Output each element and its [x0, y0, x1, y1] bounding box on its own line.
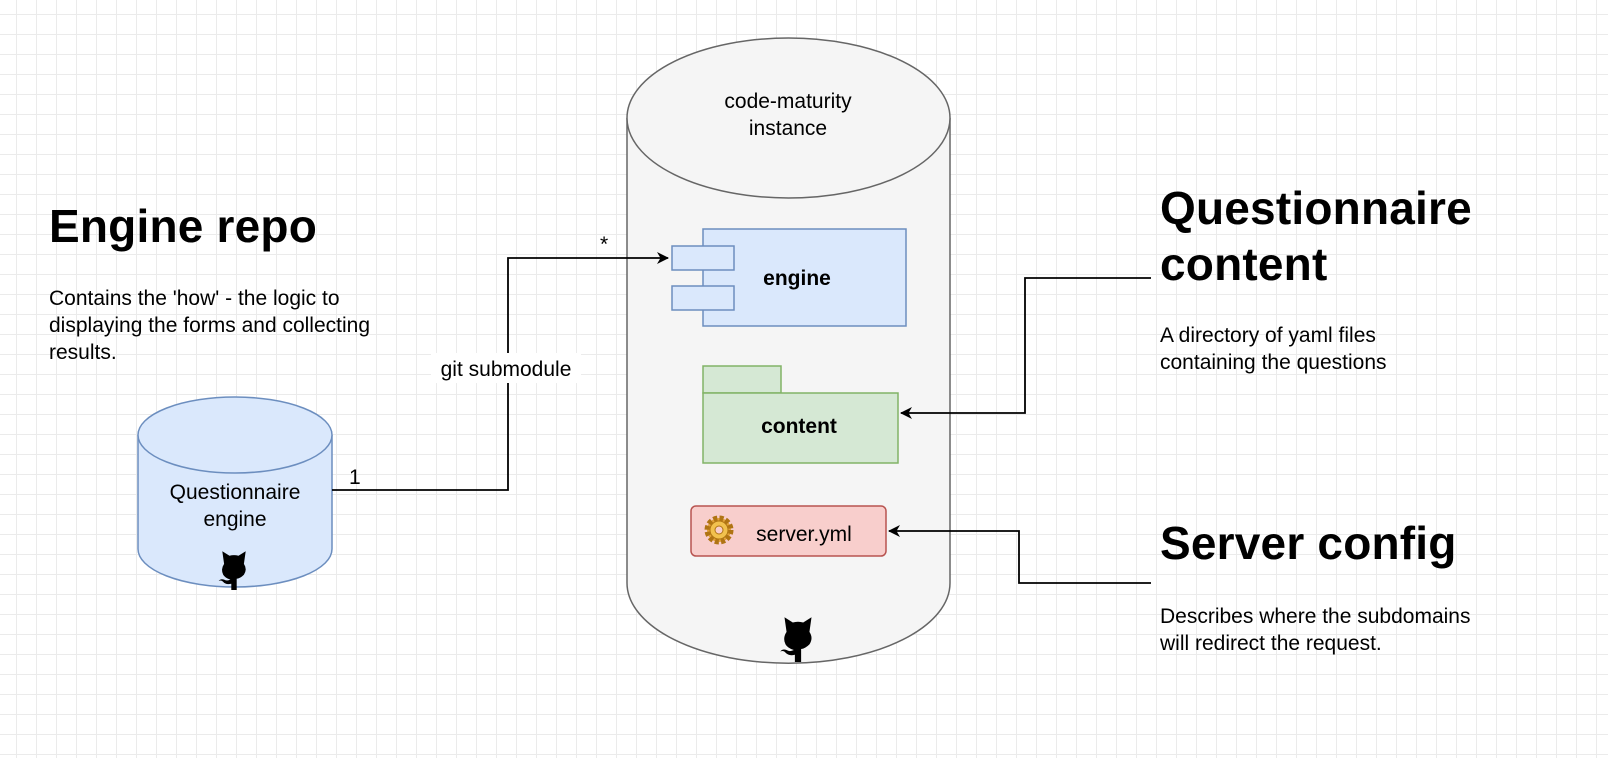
target-multiplicity: * — [600, 233, 608, 256]
connector-label-background — [431, 353, 581, 383]
folder-tab — [702, 365, 782, 394]
component-port-top — [671, 245, 735, 271]
gear-icon — [704, 515, 734, 545]
server-config-description-line2: will redirect the request. — [1160, 632, 1382, 655]
content-folder[interactable]: content — [702, 365, 899, 464]
git-submodule-label: git submodule — [441, 358, 572, 381]
component-port-bottom — [671, 285, 735, 311]
engine-component-label: engine — [763, 267, 831, 290]
code-maturity-instance-cylinder[interactable]: code-maturity instance — [626, 37, 951, 664]
instance-label-line2: instance — [749, 117, 827, 140]
source-multiplicity: 1 — [349, 466, 361, 489]
questionnaire-engine-cylinder[interactable]: Questionnaire engine — [137, 396, 333, 590]
questionnaire-content-description-line2: containing the questions — [1160, 351, 1387, 374]
questionnaire-engine-label-line1: Questionnaire — [170, 481, 301, 504]
questionnaire-engine-label-line2: engine — [203, 508, 266, 531]
server-config-heading: Server config — [1160, 517, 1457, 569]
content-connector[interactable] — [900, 277, 1151, 419]
questionnaire-content-heading-line2: content — [1160, 238, 1328, 290]
engine-repo-description: Contains the 'how' - the logic to displa… — [49, 287, 371, 361]
server-yml-label: server.yml — [756, 523, 852, 546]
git-submodule-connector[interactable]: git submodule 1 * — [332, 233, 669, 491]
server-config-connector[interactable] — [888, 525, 1151, 584]
questionnaire-content-heading-line1: Questionnaire — [1160, 182, 1472, 234]
questionnaire-content-heading: Questionnaire content — [1160, 180, 1472, 292]
content-folder-label: content — [761, 415, 837, 438]
server-yml-file[interactable]: server.yml — [690, 505, 887, 557]
instance-label-line1: code-maturity — [724, 90, 852, 113]
engine-repo-heading: Engine repo — [49, 200, 318, 252]
questionnaire-content-description-line1: A directory of yaml files — [1160, 324, 1376, 347]
questionnaire-content-description: A directory of yaml files containing the… — [1160, 322, 1387, 376]
server-config-description-line1: Describes where the subdomains — [1160, 605, 1471, 628]
engine-component[interactable]: engine — [671, 228, 907, 327]
server-config-description: Describes where the subdomains will redi… — [1160, 603, 1471, 657]
